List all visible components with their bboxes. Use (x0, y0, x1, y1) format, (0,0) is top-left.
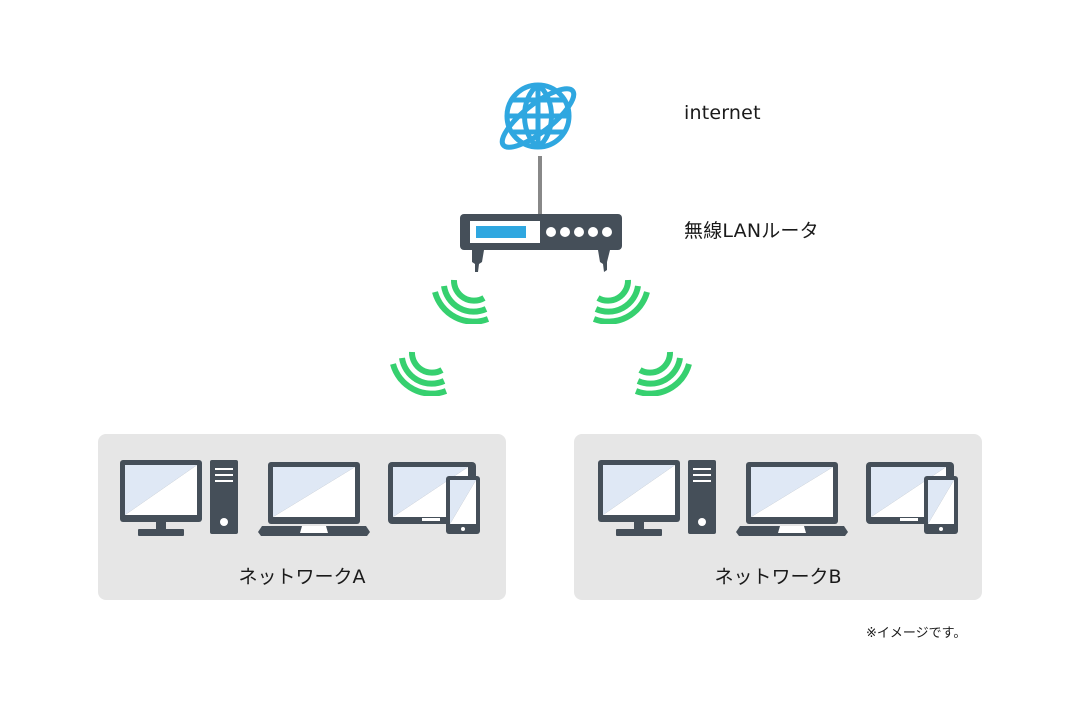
network-cable (538, 156, 542, 214)
image-note: ※イメージです。 (866, 626, 967, 641)
wifi-signal-icon (634, 351, 692, 396)
globe-icon (499, 82, 577, 150)
router-label: 無線LANルータ (684, 220, 819, 242)
tablet-and-smartphone-icon (388, 462, 480, 534)
wifi-signal-icon (592, 279, 650, 324)
tablet-and-smartphone-icon (866, 462, 958, 534)
desktop-pc-icon (120, 460, 238, 536)
internet-label: internet (684, 102, 761, 124)
network-panel-a: ネットワークA (98, 434, 506, 600)
network-label: ネットワークB (714, 566, 842, 588)
network-label: ネットワークA (238, 566, 366, 588)
wifi-signal-icon (390, 351, 448, 396)
network-panel-b: ネットワークB (574, 434, 982, 600)
desktop-pc-icon (598, 460, 716, 536)
wifi-signal-icon (432, 279, 490, 324)
router-icon (460, 214, 622, 272)
laptop-icon (736, 462, 848, 536)
laptop-icon (258, 462, 370, 536)
